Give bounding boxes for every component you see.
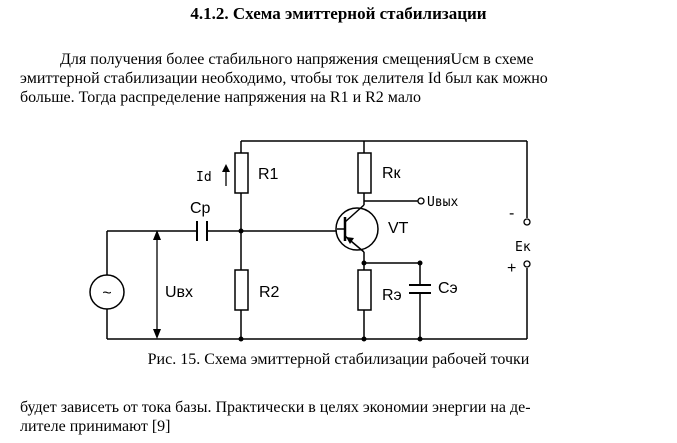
- resistor-r2: [234, 269, 249, 311]
- label-vt: VT: [388, 220, 409, 237]
- paragraph-line: лителе принимают [9]: [20, 418, 171, 435]
- resistor-r1: [234, 152, 249, 194]
- paragraph-intro: Для получения более стабильного напряжен…: [20, 50, 660, 107]
- ac-source: [89, 274, 125, 310]
- emitter-arrow: [346, 237, 354, 244]
- arrow-head-up: [153, 230, 161, 240]
- section-title: 4.1.2. Схема эмиттерной стабилизации: [190, 4, 487, 23]
- capacitor-cp: [196, 221, 208, 241]
- supply-terminal-plus: [523, 260, 531, 268]
- circuit-wires: [106, 140, 528, 340]
- circuit-diagram: ~ R1 R2 Rк Rэ Cэ Cр VT Id Uвых Uвх Eк - …: [89, 140, 531, 342]
- paragraph-line: будет зависеть от тока базы. Практически…: [20, 399, 531, 416]
- label-id: Id: [196, 170, 212, 185]
- paragraph-line: Для получения более стабильного напряжен…: [60, 51, 534, 68]
- label-cp: Cр: [190, 200, 211, 217]
- label-ek: Eк: [515, 240, 531, 255]
- label-uvh: Uвх: [165, 284, 193, 301]
- paragraph-continued: будет зависеть от тока базы. Практически…: [20, 398, 660, 436]
- capacitor-ce: [409, 284, 431, 294]
- output-terminal: [417, 197, 425, 205]
- supply-terminal-minus: [523, 218, 531, 226]
- id-arrow-head: [222, 164, 230, 172]
- transistor-vt: [335, 204, 379, 253]
- figure-caption: Рис. 15. Схема эмиттерной стабилизации р…: [147, 351, 530, 368]
- label-uvyh: Uвых: [427, 195, 458, 210]
- label-r2: R2: [259, 284, 280, 301]
- label-rk: Rк: [382, 165, 402, 182]
- resistor-rk: [357, 152, 372, 194]
- paragraph-line: больше. Тогда распределение напряжения н…: [20, 89, 422, 106]
- label-plus: +: [507, 260, 516, 277]
- resistor-re: [357, 269, 372, 311]
- arrow-head-down: [153, 329, 161, 339]
- label-minus: -: [509, 205, 514, 222]
- junction-dots: [238, 228, 423, 342]
- label-ce: Cэ: [438, 280, 458, 297]
- label-r1: R1: [258, 166, 279, 183]
- source-symbol: ~: [102, 285, 111, 302]
- label-re: Rэ: [382, 287, 402, 304]
- paragraph-line: эмиттерной стабилизации необходимо, чтоб…: [20, 70, 548, 87]
